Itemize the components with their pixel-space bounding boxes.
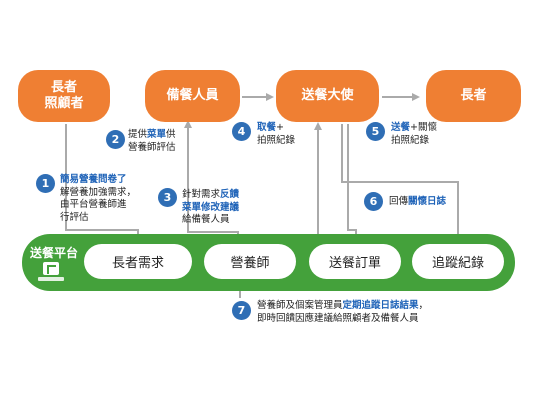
- step-1-text: 簡易營養問卷了解營養加強需求，由平台營養師進行評估: [60, 174, 136, 224]
- step-3-text: 針對需求反饋菜單修改建議給備餐人員: [182, 189, 239, 227]
- step-2-line: 提供菜單供: [128, 129, 176, 142]
- step-4-line: 取餐+: [257, 122, 295, 135]
- step-1-badge: 1: [36, 174, 55, 193]
- step-text-segment: ，: [418, 300, 429, 311]
- step-4-text: 取餐+拍照紀錄: [257, 122, 295, 147]
- step-text-segment: 回傳: [389, 196, 409, 207]
- step-text-segment: 取餐: [257, 122, 277, 133]
- step-5-line: 送餐+關懷: [391, 122, 437, 135]
- actor-caregiver: 長者 照顧者: [18, 70, 110, 122]
- step-7-line: 即時回饋因應建議給照顧者及備餐人員: [257, 313, 428, 326]
- step-2-line: 營養師評估: [128, 142, 176, 155]
- step-1-line: 解營養加強需求，: [60, 187, 136, 200]
- step-4-badge: 4: [232, 122, 251, 141]
- step-5-text: 送餐+關懷拍照紀錄: [391, 122, 437, 147]
- step-5-line: 拍照紀錄: [391, 135, 437, 148]
- step-3-line: 給備餐人員: [182, 214, 239, 227]
- step-5-badge: 5: [366, 122, 385, 141]
- step-text-segment: 菜單: [147, 129, 167, 140]
- step-3-line: 針對需求反饋: [182, 189, 239, 202]
- step-1-line: 行評估: [60, 212, 136, 225]
- step-text-segment: 送餐: [391, 122, 411, 133]
- step-text-segment: 供: [166, 129, 176, 140]
- step-text-segment: 針對需求: [182, 189, 221, 200]
- step-text-segment: +關懷: [410, 122, 437, 133]
- step-text-segment: 拍照紀錄: [257, 134, 296, 146]
- step-6-line: 回傳關懷日誌: [389, 196, 446, 209]
- module-delivery-order[interactable]: 送餐訂單: [309, 244, 401, 279]
- platform-logo: [38, 262, 64, 284]
- step-2-badge: 2: [106, 130, 125, 149]
- step-text-segment: 反饋: [220, 189, 240, 200]
- step-text-segment: 拍照紀錄: [391, 134, 430, 146]
- module-elder-needs[interactable]: 長者需求: [84, 244, 192, 279]
- step-7-text: 營養師及個案管理員定期追蹤日誌結果，即時回饋因應建議給照顧者及備餐人員: [257, 300, 428, 325]
- step-2-text: 提供菜單供營養師評估: [128, 129, 176, 154]
- actor-elder: 長者: [426, 70, 521, 122]
- step-7-line: 營養師及個案管理員定期追蹤日誌結果，: [257, 300, 428, 313]
- arrow-delivery-to-tracking: [341, 124, 462, 244]
- step-text-segment: 解營養加強需求，: [60, 186, 137, 198]
- actor-meal-prep: 備餐人員: [145, 70, 240, 122]
- step-4-line: 拍照紀錄: [257, 135, 295, 148]
- step-text-segment: 營養師及個案管理員: [257, 300, 343, 311]
- step-3-line: 菜單修改建議: [182, 202, 239, 215]
- actor-delivery-ambassador: 送餐大使: [276, 70, 379, 122]
- step-6-text: 回傳關懷日誌: [389, 196, 446, 209]
- step-text-segment: 行評估: [60, 211, 89, 223]
- step-text-segment: 關懷日誌: [408, 196, 447, 207]
- step-1-line: 簡易營養問卷了: [60, 174, 136, 187]
- step-3-badge: 3: [158, 188, 177, 207]
- platform-label: 送餐平台: [30, 246, 79, 260]
- step-text-segment: 定期追蹤日誌結果: [342, 300, 419, 311]
- step-text-segment: 菜單修改建議: [182, 201, 240, 213]
- step-7-badge: 7: [232, 301, 251, 320]
- step-text-segment: 簡易營養問卷了: [60, 174, 127, 185]
- module-dietitian[interactable]: 營養師: [204, 244, 296, 279]
- module-tracking-record[interactable]: 追蹤紀錄: [412, 244, 504, 279]
- step-1-line: 由平台營養師進: [60, 199, 136, 212]
- step-text-segment: 給備餐人員: [182, 214, 230, 225]
- step-text-segment: 即時回饋因應建議給照顧者及備餐人員: [257, 312, 419, 324]
- step-text-segment: 營養師評估: [128, 141, 176, 153]
- step-text-segment: 由平台營養師進: [60, 199, 127, 210]
- step-6-badge: 6: [364, 192, 383, 211]
- step-text-segment: 提供: [128, 129, 148, 140]
- step-text-segment: +: [276, 122, 284, 133]
